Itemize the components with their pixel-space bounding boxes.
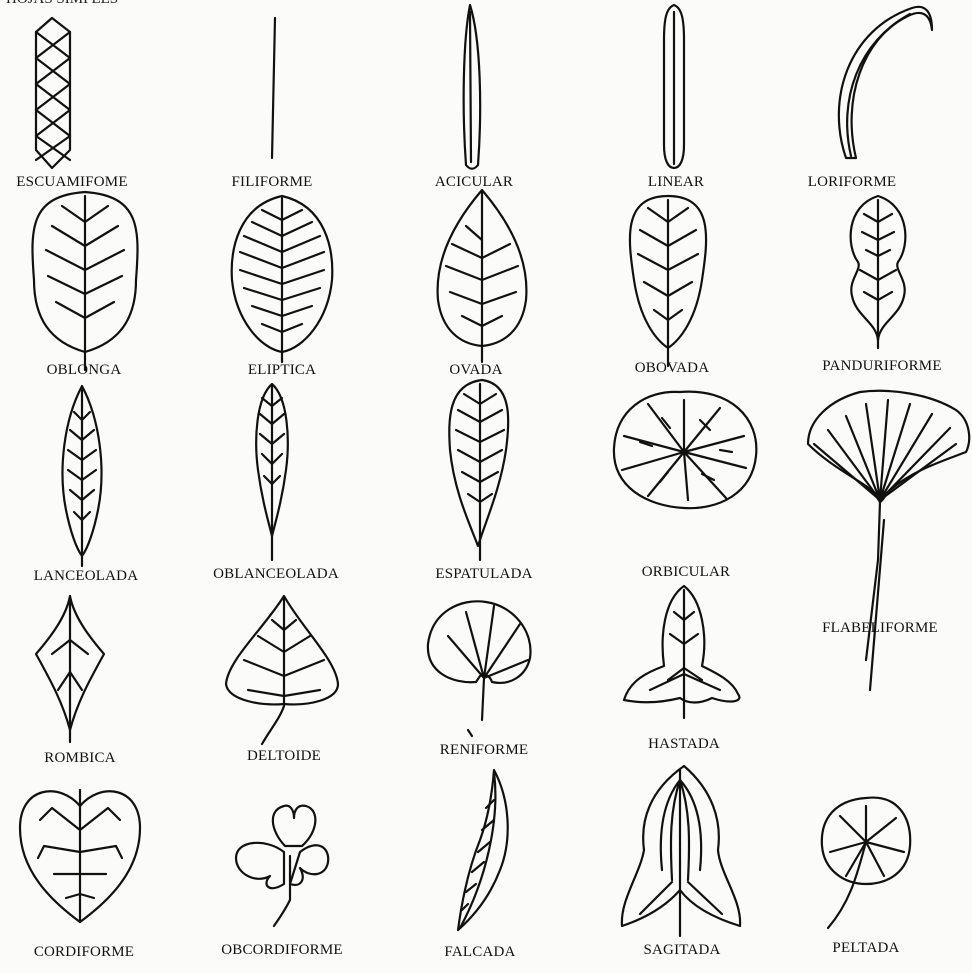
label-escuamiforme: ESCUAMIFOME — [16, 174, 127, 191]
label-oblonga: OBLONGA — [47, 362, 122, 379]
filiforme-leaf — [272, 18, 275, 158]
escuamiforme-leaf — [36, 18, 70, 168]
linear-leaf — [664, 5, 684, 168]
rombica-leaf — [36, 596, 104, 742]
label-falcada: FALCADA — [444, 944, 515, 961]
label-loriforme: LORIFORME — [808, 174, 896, 191]
label-espatulada: ESPATULADA — [435, 566, 532, 583]
reniforme-leaf — [428, 601, 531, 736]
label-obcordiforme: OBCORDIFORME — [221, 942, 343, 959]
label-flabeliforme: FLABELIFORME — [822, 620, 938, 637]
label-ovada: OVADA — [449, 362, 502, 379]
label-reniforme: RENIFORME — [440, 742, 528, 759]
label-deltoide: DELTOIDE — [247, 748, 321, 765]
label-acicular: ACICULAR — [435, 174, 513, 191]
espatulada-leaf — [449, 380, 508, 560]
oblanceolada-leaf — [256, 384, 288, 560]
label-cordiforme: CORDIFORME — [34, 944, 134, 961]
deltoide-leaf — [226, 596, 338, 744]
label-rombica: ROMBICA — [44, 750, 115, 767]
lanceolada-leaf — [63, 386, 102, 566]
label-eliptica: ELIPTICA — [248, 362, 316, 379]
label-lanceolada: LANCEOLADA — [34, 568, 139, 585]
sagitada-leaf — [622, 766, 740, 936]
hastada-leaf — [624, 586, 739, 718]
loriforme-leaf — [839, 7, 932, 158]
label-peltada: PELTADA — [832, 940, 899, 957]
oblonga-leaf — [32, 192, 137, 370]
cordiforme-leaf — [20, 790, 140, 922]
obcordiforme-leaf — [236, 806, 328, 926]
label-oblanceolada: OBLANCEOLADA — [213, 566, 339, 583]
obovada-leaf — [630, 196, 706, 366]
label-orbicular: ORBICULAR — [642, 564, 730, 581]
peltada-leaf — [822, 798, 910, 928]
orbicular-leaf — [614, 392, 756, 509]
eliptica-leaf — [232, 196, 333, 362]
label-hastada: HASTADA — [648, 736, 720, 753]
panduriforme-leaf — [851, 196, 906, 348]
label-filiforme: FILIFORME — [232, 174, 313, 191]
falcada-leaf — [458, 770, 508, 930]
flabeliforme-leaf — [808, 391, 969, 690]
ovada-leaf — [438, 190, 527, 362]
label-panduriforme: PANDURIFORME — [822, 358, 941, 375]
label-sagitada: SAGITADA — [643, 942, 720, 959]
label-obovada: OBOVADA — [635, 360, 709, 377]
label-linear: LINEAR — [648, 174, 704, 191]
acicular-leaf — [464, 5, 480, 169]
